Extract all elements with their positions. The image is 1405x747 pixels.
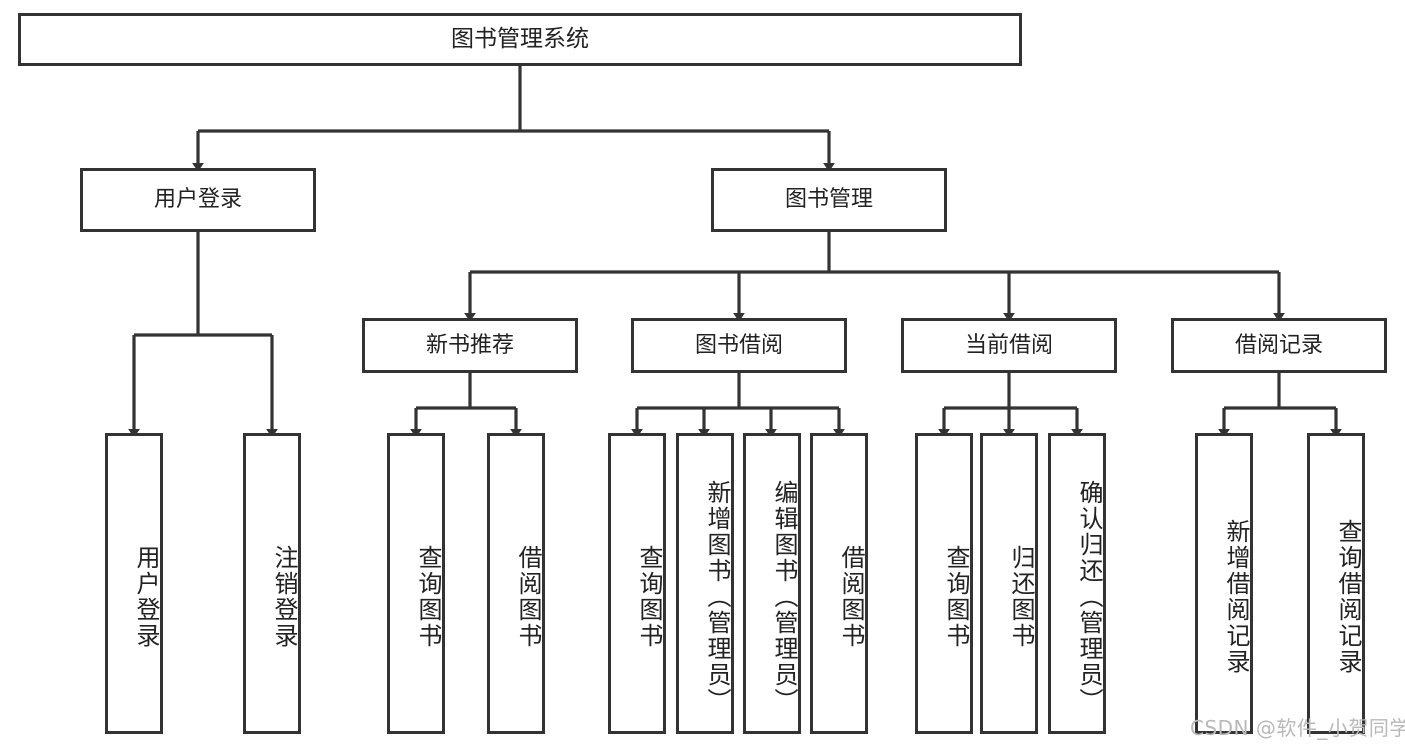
node-label: 当前借阅: [964, 332, 1053, 358]
node-label: 注销登录: [270, 544, 298, 649]
leaf-current-return-book[interactable]: 归还图书: [980, 433, 1038, 734]
leaf-borrow-borrow-book[interactable]: 借阅图书: [810, 433, 868, 734]
node-book-borrow[interactable]: 图书借阅: [631, 318, 847, 373]
node-label: 图书管理系统: [451, 25, 589, 52]
node-label: 查询图书: [414, 544, 442, 649]
leaf-current-confirm-return-admin[interactable]: 确认归还（管理员）: [1048, 433, 1106, 734]
leaf-recommend-query-book[interactable]: 查询图书: [387, 433, 445, 734]
leaf-borrow-query-book[interactable]: 查询图书: [608, 433, 666, 734]
node-label: 新书推荐: [425, 332, 514, 358]
node-current-borrow[interactable]: 当前借阅: [901, 318, 1117, 373]
node-label: 图书管理: [784, 187, 873, 213]
leaf-recommend-borrow-book[interactable]: 借阅图书: [487, 433, 545, 734]
node-user-login[interactable]: 用户登录: [80, 168, 316, 232]
node-label: 查询图书: [635, 544, 663, 649]
leaf-record-add-record[interactable]: 新增借阅记录: [1195, 433, 1253, 734]
node-label: 借阅记录: [1234, 332, 1323, 358]
node-label: 新增借阅记录: [1222, 518, 1250, 675]
leaf-record-query-record[interactable]: 查询借阅记录: [1307, 433, 1365, 734]
node-borrow-record[interactable]: 借阅记录: [1171, 318, 1387, 373]
leaf-borrow-edit-book-admin[interactable]: 编辑图书（管理员）: [743, 433, 801, 734]
node-book-management[interactable]: 图书管理: [711, 168, 947, 232]
node-label: 查询图书: [942, 544, 970, 649]
node-new-book-recommend[interactable]: 新书推荐: [362, 318, 578, 373]
node-label: 借阅图书: [837, 544, 865, 649]
node-label: 归还图书: [1007, 544, 1035, 649]
leaf-user-login-logout[interactable]: 注销登录: [243, 433, 301, 734]
node-label: 用户登录: [153, 187, 242, 213]
node-label: 借阅图书: [514, 544, 542, 649]
node-label: 新增图书（管理员）: [703, 479, 731, 714]
node-label: 确认归还（管理员）: [1075, 479, 1103, 714]
node-label: 图书借阅: [694, 332, 783, 358]
node-label: 用户登录: [132, 544, 160, 649]
leaf-borrow-add-book-admin[interactable]: 新增图书（管理员）: [676, 433, 734, 734]
csdn-watermark: CSDN @软件_小贺同学: [1190, 716, 1405, 740]
leaf-user-login-login[interactable]: 用户登录: [105, 433, 163, 734]
node-label: 编辑图书（管理员）: [770, 479, 798, 714]
node-root-system[interactable]: 图书管理系统: [18, 13, 1022, 66]
leaf-current-query-book[interactable]: 查询图书: [915, 433, 973, 734]
node-label: 查询借阅记录: [1334, 518, 1362, 675]
